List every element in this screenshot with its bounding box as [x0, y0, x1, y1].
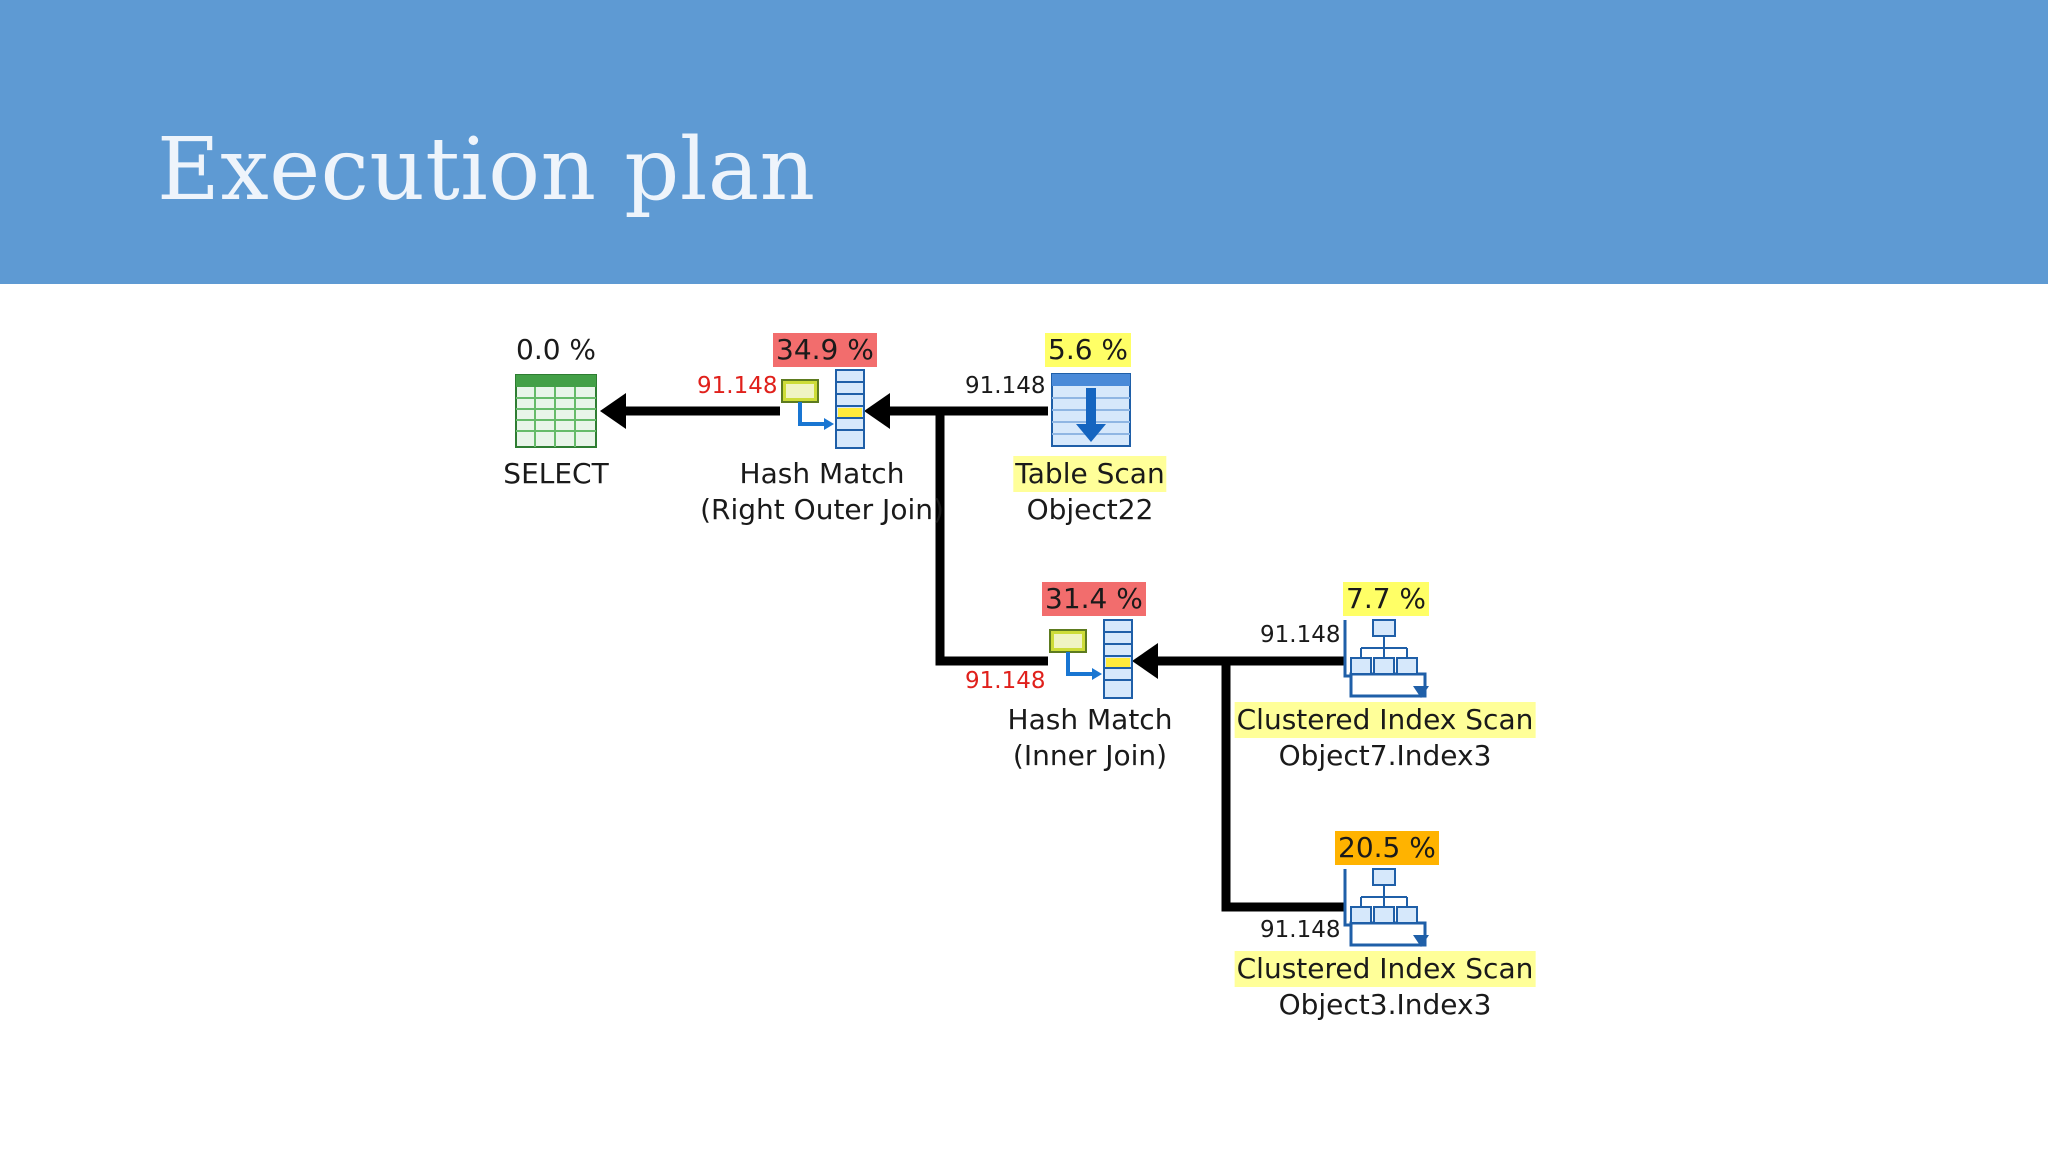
- select-result-grid-icon: [515, 374, 597, 448]
- cost-badge-select: 0.0 %: [516, 333, 597, 366]
- node-label-ci-scan-2: Clustered Index Scan Object3.Index3: [1234, 951, 1536, 1021]
- row-count-ci-scan-2: 91.148: [1260, 917, 1341, 943]
- cost-badge-hash-outer: 34.9 %: [773, 333, 877, 367]
- node-label-select: SELECT: [503, 457, 609, 490]
- edge-table-scan-to-hash-outer: [864, 393, 1048, 429]
- edge-ci-scan-1-to-hash-inner: [1132, 643, 1345, 679]
- row-count-table-scan: 91.148: [965, 373, 1046, 399]
- row-count-hash-outer-to-select: 91.148: [697, 373, 778, 399]
- table-scan-icon: [1051, 373, 1131, 447]
- hash-match-icon: [781, 369, 865, 449]
- row-count-ci-scan-1: 91.148: [1260, 622, 1341, 648]
- title-bar: [0, 0, 2048, 284]
- node-label-table-scan: Table Scan Object22: [1013, 456, 1167, 526]
- edge-hash-outer-to-select: [600, 393, 780, 429]
- edge-hash-inner-to-hash-outer: [935, 411, 1048, 666]
- cost-badge-ci-scan-2: 20.5 %: [1335, 831, 1439, 865]
- node-label-hash-inner: Hash Match (Inner Join): [1007, 703, 1173, 772]
- clustered-index-scan-icon: [1343, 868, 1429, 947]
- node-label-ci-scan-1: Clustered Index Scan Object7.Index3: [1234, 702, 1536, 772]
- row-count-hash-inner: 91.148: [965, 668, 1046, 694]
- cost-badge-table-scan: 5.6 %: [1045, 333, 1132, 367]
- slide-title: Execution plan: [157, 120, 816, 220]
- clustered-index-scan-icon: [1343, 619, 1429, 698]
- node-label-hash-outer: Hash Match (Right Outer Join): [700, 457, 944, 526]
- edge-ci-scan-2-to-hash-inner: [1221, 661, 1345, 912]
- cost-badge-ci-scan-1: 7.7 %: [1343, 582, 1430, 616]
- cost-badge-hash-inner: 31.4 %: [1042, 582, 1146, 616]
- hash-match-icon: [1049, 619, 1133, 699]
